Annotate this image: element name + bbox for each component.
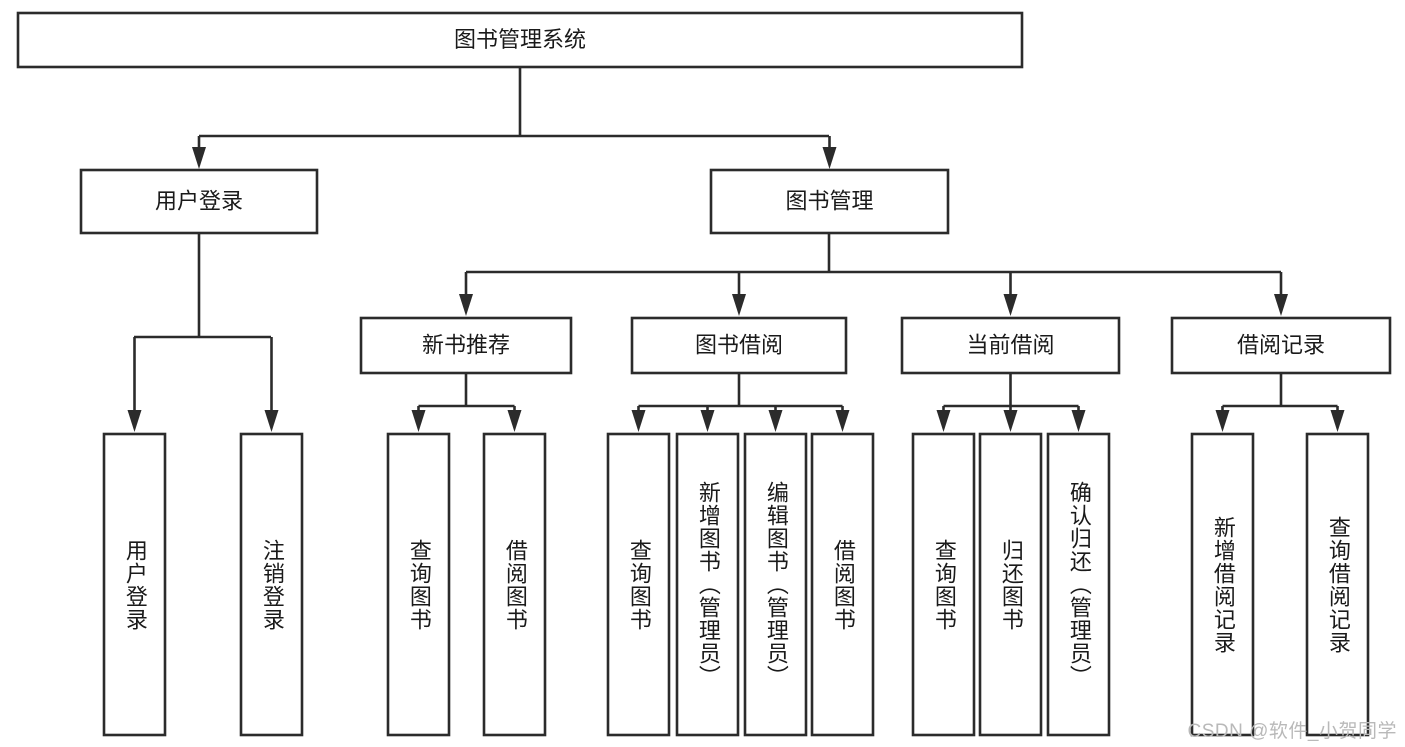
node-leaf-query-borrow-record[interactable] [1305, 432, 1370, 737]
node-box-leaf-add-book[interactable] [675, 432, 740, 737]
arrow-head-icon [936, 410, 951, 432]
arrow-head-icon [768, 410, 783, 432]
node-label-book-management: 图书管理 [785, 188, 873, 213]
node-leaf-add-book[interactable] [675, 432, 740, 737]
node-box-leaf-borrow-book-recommend[interactable] [482, 432, 547, 737]
node-leaf-user-login[interactable] [102, 432, 167, 737]
node-leaf-query-book-recommend[interactable] [386, 432, 451, 737]
connector-layer [127, 67, 1345, 432]
node-label-book-borrow: 图书借阅 [695, 332, 783, 357]
arrow-head-icon [192, 147, 206, 169]
node-box-book-management[interactable] [709, 168, 950, 235]
node-label-new-book-recommend: 新书推荐 [422, 332, 510, 357]
node-label-root: 图书管理系统 [454, 27, 586, 52]
node-box-leaf-edit-book[interactable] [743, 432, 808, 737]
node-box-leaf-return-book[interactable] [978, 432, 1043, 737]
arrow-head-icon [127, 410, 142, 432]
node-box-leaf-user-login[interactable] [102, 432, 167, 737]
node-box-user-login[interactable] [79, 168, 319, 235]
arrow-head-icon [411, 410, 426, 432]
node-borrow-record[interactable]: 借阅记录 [1170, 316, 1392, 375]
arrow-head-icon [1003, 294, 1018, 316]
node-box-leaf-query-book-borrow[interactable] [606, 432, 671, 737]
arrow-head-icon [264, 410, 279, 432]
node-leaf-edit-book[interactable] [743, 432, 808, 737]
node-leaf-logout[interactable] [239, 432, 304, 737]
arrow-head-icon [822, 147, 837, 169]
node-box-current-borrow[interactable] [900, 316, 1121, 375]
node-label-user-login: 用户登录 [155, 188, 243, 213]
watermark-text: CSDN @软件_小贺同学 [1187, 721, 1397, 742]
node-box-leaf-borrow-book[interactable] [810, 432, 875, 737]
node-box-new-book-recommend[interactable] [359, 316, 573, 375]
arrow-head-icon [631, 410, 646, 432]
node-box-leaf-confirm-return[interactable] [1046, 432, 1111, 737]
arrow-head-icon [732, 294, 746, 316]
node-leaf-borrow-book-recommend[interactable] [482, 432, 547, 737]
node-book-borrow[interactable]: 图书借阅 [630, 316, 848, 375]
node-label-current-borrow: 当前借阅 [966, 332, 1054, 357]
node-box-leaf-logout[interactable] [239, 432, 304, 737]
node-box-book-borrow[interactable] [630, 316, 848, 375]
arrow-head-icon [1071, 410, 1086, 432]
node-box-leaf-query-book-recommend[interactable] [386, 432, 451, 737]
arrow-head-icon [507, 410, 522, 432]
node-box-leaf-query-book-current[interactable] [911, 432, 976, 737]
node-box-borrow-record[interactable] [1170, 316, 1392, 375]
node-leaf-add-borrow-record[interactable] [1190, 432, 1255, 737]
arrow-head-icon [459, 294, 473, 316]
node-leaf-return-book[interactable] [978, 432, 1043, 737]
node-current-borrow[interactable]: 当前借阅 [900, 316, 1121, 375]
arrow-head-icon [1274, 294, 1288, 316]
node-leaf-borrow-book[interactable] [810, 432, 875, 737]
node-new-book-recommend[interactable]: 新书推荐 [359, 316, 573, 375]
node-book-management[interactable]: 图书管理 [709, 168, 950, 235]
arrow-head-icon [1003, 410, 1018, 432]
node-label-borrow-record: 借阅记录 [1237, 332, 1325, 357]
arrow-head-icon [1215, 410, 1230, 432]
arrow-head-icon [700, 410, 715, 432]
node-user-login[interactable]: 用户登录 [79, 168, 319, 235]
node-leaf-query-book-borrow[interactable] [606, 432, 671, 737]
node-root[interactable]: 图书管理系统 [16, 11, 1024, 69]
node-leaf-confirm-return[interactable] [1046, 432, 1111, 737]
node-box-leaf-add-borrow-record[interactable] [1190, 432, 1255, 737]
node-box-leaf-query-borrow-record[interactable] [1305, 432, 1370, 737]
node-leaf-query-book-current[interactable] [911, 432, 976, 737]
arrow-head-icon [835, 410, 850, 432]
arrow-head-icon [1330, 410, 1345, 432]
node-box-root[interactable] [16, 11, 1024, 69]
